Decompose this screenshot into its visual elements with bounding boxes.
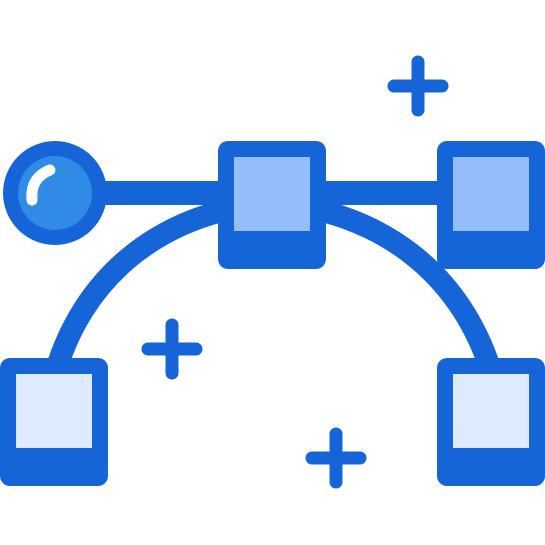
anchor-node-icon [437,141,545,269]
control-point-circle-icon [3,141,107,245]
sparkle-plus-icon [305,427,367,489]
anchor-node-icon [437,358,545,486]
anchor-node-icon [218,141,326,269]
anchor-node-icon [0,358,108,486]
sparkle-plus-icon [141,318,203,380]
sparkle-plus-icon [387,55,449,117]
